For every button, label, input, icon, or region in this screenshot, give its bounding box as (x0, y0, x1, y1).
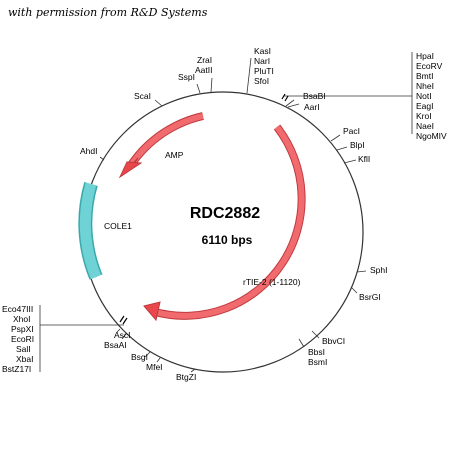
site-scai: ScaI (134, 91, 151, 101)
site-eagi: EagI (416, 101, 434, 111)
site-bsmi: BsmI (308, 357, 327, 367)
site-xbai: XbaI (16, 354, 34, 364)
site-kasi: KasI (254, 46, 271, 56)
site-bsaai: BsaAI (104, 340, 127, 350)
site-ecori: EcoRI (11, 334, 34, 344)
plasmid-name: RDC2882 (190, 205, 260, 222)
site-mfei: MfeI (146, 362, 163, 372)
site-bmti: BmtI (416, 71, 433, 81)
site-ngomiv: NgoMIV (416, 131, 447, 141)
site-sspi: SspI (178, 72, 195, 82)
site-pspxi: PspXI (11, 324, 34, 334)
site-blpi: BlpI (350, 140, 365, 150)
site-btgzi: BtgZI (176, 372, 196, 382)
feature-amp-label: AMP (165, 150, 184, 160)
site-hpai: HpaI (416, 51, 434, 61)
site-naei: NaeI (416, 121, 434, 131)
site-kroi: KroI (416, 111, 432, 121)
permission-caption: with permission from R&D Systems (8, 6, 208, 19)
site-ahdi: AhdI (80, 146, 98, 156)
site-sfoi: SfoI (254, 76, 269, 86)
site-xhoi: XhoI (13, 314, 31, 324)
site-kfli: KflI (358, 154, 370, 164)
site-aari: AarI (304, 102, 320, 112)
site-bstz17i: BstZ17I (2, 364, 31, 374)
site-nhei: NheI (416, 81, 434, 91)
site-ecorv: EcoRV (416, 61, 443, 71)
site-noti: NotI (416, 91, 432, 101)
site-ticks (39, 52, 413, 373)
site-nari: NarI (254, 56, 270, 66)
site-cluster-marks (119, 93, 289, 325)
rtie2-arrow-head (143, 301, 161, 322)
site-bsrgi: BsrGI (359, 292, 381, 302)
site-bsabi: BsaBI (303, 91, 326, 101)
site-sphi: SphI (370, 265, 388, 275)
feature-rtie2-label: rTIE-2 (1-1120) (243, 277, 301, 287)
site-zrai: ZraI (197, 55, 212, 65)
site-bbsi: BbsI (308, 347, 325, 357)
site-sali: SalI (16, 344, 31, 354)
site-eco47iii: Eco47III (2, 304, 33, 314)
site-pluti: PluTI (254, 66, 274, 76)
site-bsgi: BsgI (131, 352, 148, 362)
plasmid-size: 6110 bps (202, 233, 253, 247)
site-asci: AscI (114, 330, 131, 340)
site-aatii: AatII (195, 65, 212, 75)
feature-cole1-label: COLE1 (104, 221, 132, 231)
site-paci: PacI (343, 126, 360, 136)
site-bbvci: BbvCI (322, 336, 345, 346)
